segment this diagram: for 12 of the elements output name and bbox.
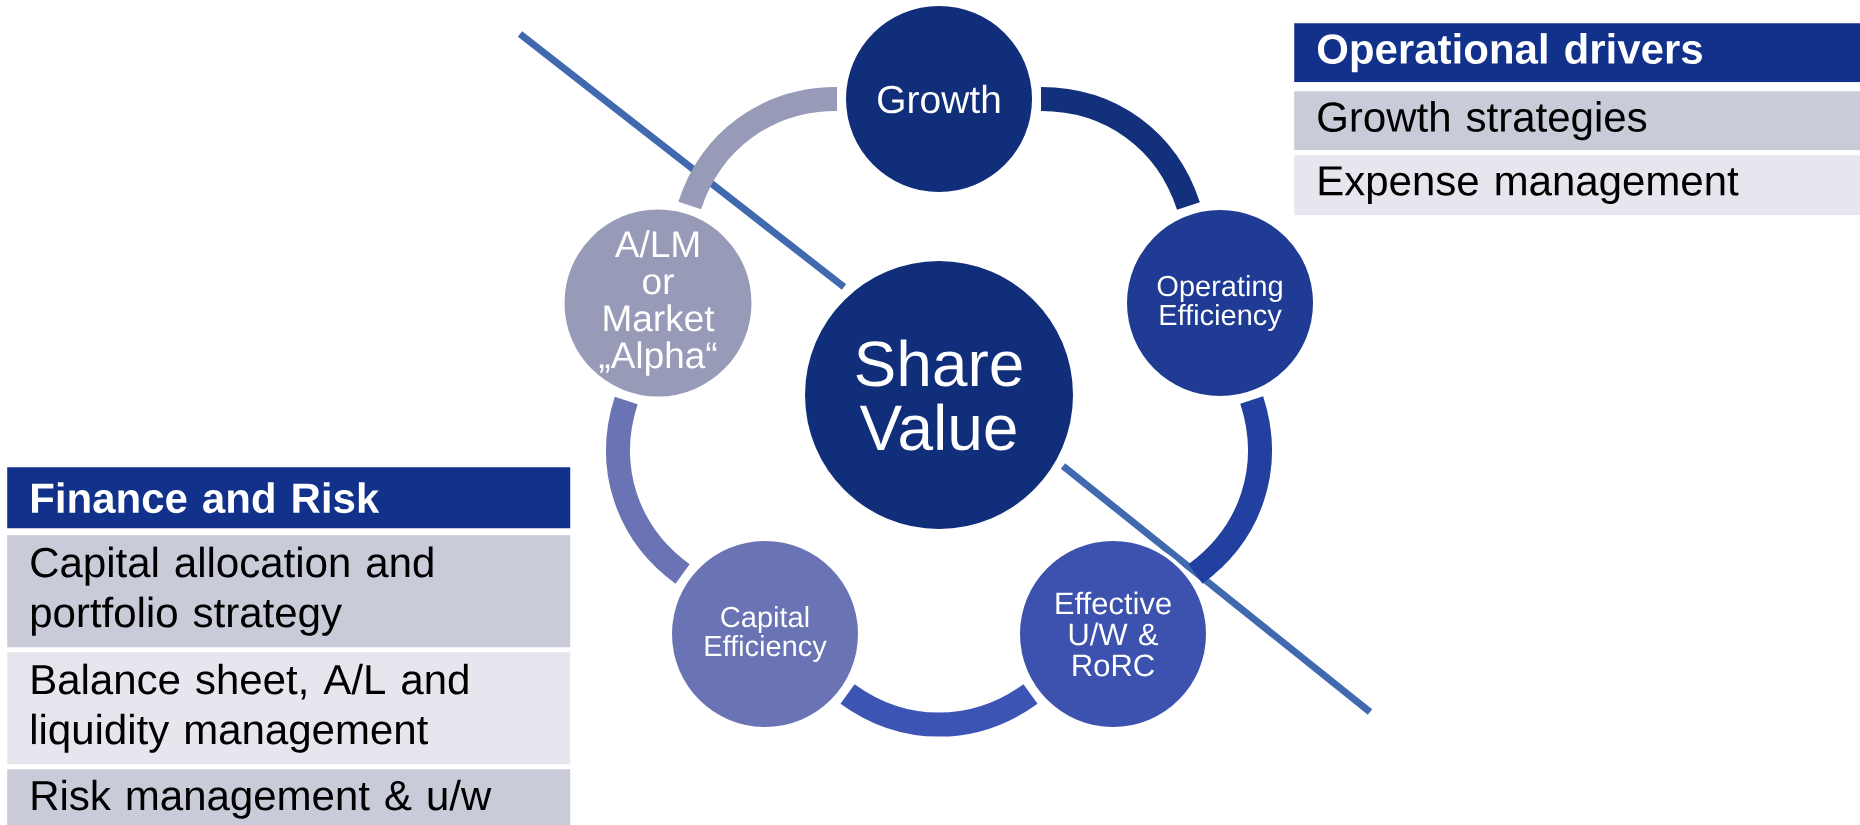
table-row: Risk management & u/w [7, 769, 571, 825]
ring-arc [840, 683, 1038, 737]
ring-arc [1040, 87, 1200, 211]
table-row: Balance sheet, A/L and liquidity management [7, 652, 571, 765]
ring-arc [1187, 396, 1272, 584]
table-header: Operational drivers [1294, 23, 1860, 83]
table-row: Growth strategies [1294, 91, 1860, 151]
table-header: Finance and Risk [7, 467, 571, 529]
table-row: Capital allocation and portfolio strategy [7, 535, 571, 648]
table-row: Expense management [1294, 155, 1860, 216]
ring-arc [678, 86, 838, 210]
ring-arc [606, 397, 691, 584]
